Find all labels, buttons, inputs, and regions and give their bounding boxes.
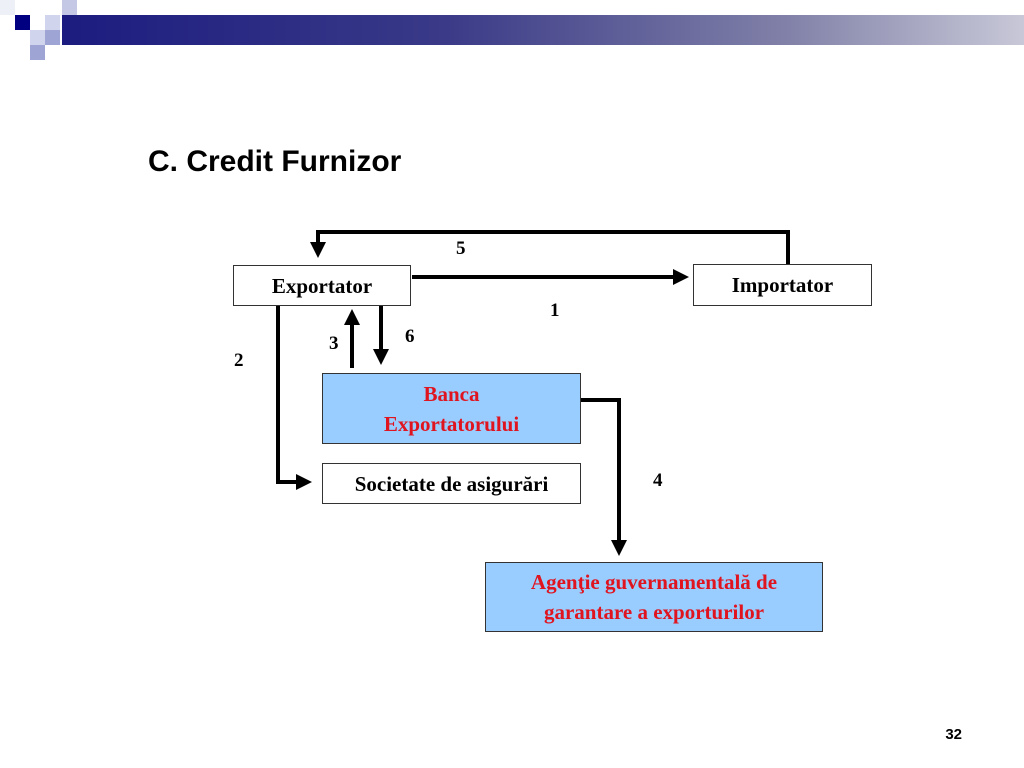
step-2: 2 [234, 350, 244, 371]
node-societate-asigurari: Societate de asigurări [322, 463, 581, 504]
node-agentie-guvernamentala: Agenţie guvernamentală de garantare a exp… [485, 562, 823, 632]
slide-title: C. Credit Furnizor [148, 145, 402, 178]
page-number: 32 [945, 726, 962, 743]
node-importator: Importator [693, 264, 872, 306]
arrow-2 [276, 306, 312, 490]
node-label: Exportatorului [383, 411, 520, 436]
node-label: Importator [731, 273, 834, 297]
arrow-4 [577, 398, 627, 556]
arrow-5 [310, 230, 790, 264]
node-label: Societate de asigurări [354, 471, 549, 496]
step-4: 4 [653, 470, 663, 491]
step-5: 5 [456, 238, 466, 259]
step-3: 3 [329, 333, 339, 354]
node-label: Exportator [271, 273, 373, 298]
node-label: Banca [423, 381, 480, 406]
node-exportator: Exportator [233, 265, 411, 306]
node-label: garantare a exporturilor [543, 600, 765, 624]
node-label: Agenţie guvernamentală de [530, 570, 778, 594]
step-6: 6 [405, 326, 415, 347]
step-1: 1 [550, 300, 560, 321]
